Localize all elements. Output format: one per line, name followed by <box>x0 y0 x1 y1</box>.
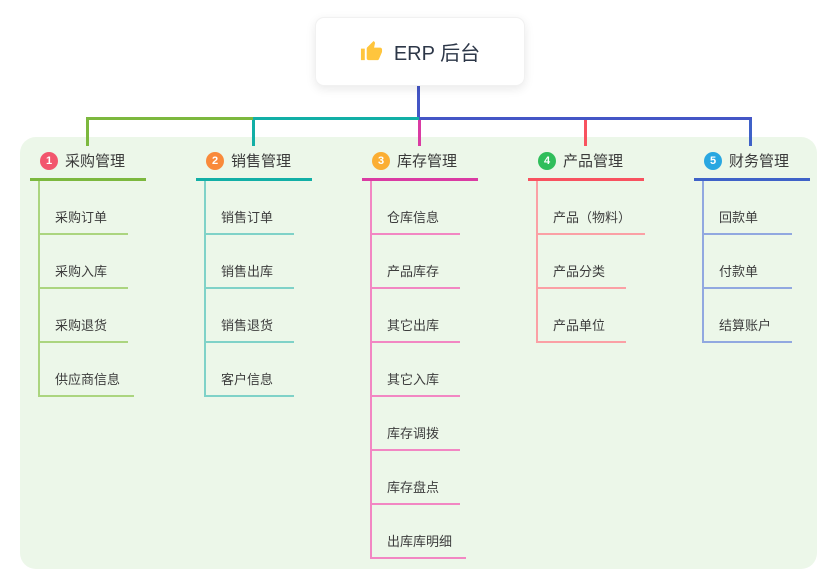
branch-drop-3 <box>418 120 421 146</box>
branch-header[interactable]: 2 销售管理 <box>196 150 312 181</box>
child-node[interactable]: 供应商信息 <box>38 343 135 397</box>
branch-number-badge: 1 <box>40 151 58 170</box>
child-node[interactable]: 产品分类 <box>536 235 626 289</box>
child-node-label: 回款单 <box>719 210 759 225</box>
branch-title: 产品管理 <box>563 153 624 170</box>
branch-drop-1 <box>86 120 89 146</box>
branch: 4 产品管理 产品（物料） 产品分类产品单位 <box>528 150 646 343</box>
child-node-label: 产品分类 <box>553 264 606 279</box>
child-node-label: 采购订单 <box>55 210 108 225</box>
branch: 5 财务管理 回款单付款单结算账户 <box>694 150 810 343</box>
child-node-label: 销售退货 <box>221 318 274 333</box>
branch: 1 采购管理 采购订单采购入库采购退货供应商信息 <box>30 150 146 397</box>
child-node[interactable]: 库存盘点 <box>370 451 460 505</box>
child-node-label: 客户信息 <box>221 372 274 387</box>
branch-child-connector-line <box>536 181 538 343</box>
branch-number-badge: 4 <box>538 151 556 170</box>
child-node[interactable]: 出库库明细 <box>370 505 467 559</box>
child-node[interactable]: 销售退货 <box>204 289 294 343</box>
child-node-label: 其它入库 <box>387 372 440 387</box>
child-node[interactable]: 产品（物料） <box>536 181 646 235</box>
root-connector-line <box>417 84 420 117</box>
child-node[interactable]: 采购退货 <box>38 289 128 343</box>
child-node[interactable]: 采购入库 <box>38 235 128 289</box>
branch-header[interactable]: 4 产品管理 <box>528 150 644 181</box>
branch-children: 仓库信息产品库存其它出库其它入库库存调拨库存盘点出库库明细 <box>370 181 467 559</box>
child-node-label: 其它出库 <box>387 318 440 333</box>
branch-children: 采购订单采购入库采购退货供应商信息 <box>38 181 135 397</box>
branch-drop-2 <box>252 120 255 146</box>
branch-child-connector-line <box>702 181 704 343</box>
child-node[interactable]: 付款单 <box>702 235 792 289</box>
branch-child-connector-line <box>38 181 40 397</box>
child-node[interactable]: 结算账户 <box>702 289 792 343</box>
branch-title: 财务管理 <box>729 153 790 170</box>
root-node-label: ERP 后台 <box>393 43 481 65</box>
thumbs-up-icon <box>360 40 382 61</box>
branch-title: 采购管理 <box>65 153 126 170</box>
child-node-label: 产品库存 <box>387 264 440 279</box>
child-node-label: 付款单 <box>719 264 759 279</box>
child-node[interactable]: 仓库信息 <box>370 181 460 235</box>
connector-segment-left <box>86 117 255 120</box>
child-node[interactable]: 销售订单 <box>204 181 294 235</box>
child-node[interactable]: 销售出库 <box>204 235 294 289</box>
branch: 2 销售管理 销售订单销售出库销售退货客户信息 <box>196 150 312 397</box>
branch-number-badge: 3 <box>372 151 390 170</box>
branch: 3 库存管理 仓库信息产品库存其它出库其它入库库存调拨库存盘点出库库明细 <box>362 150 478 559</box>
child-node-label: 供应商信息 <box>55 372 121 387</box>
child-node[interactable]: 回款单 <box>702 181 792 235</box>
branch-children: 回款单付款单结算账户 <box>702 181 792 343</box>
child-node-label: 库存盘点 <box>387 480 440 495</box>
branch-child-connector-line <box>204 181 206 397</box>
child-node[interactable]: 产品单位 <box>536 289 626 343</box>
child-node-label: 销售订单 <box>221 210 274 225</box>
child-node-label: 出库库明细 <box>387 534 453 549</box>
child-node-label: 销售出库 <box>221 264 274 279</box>
branch-header[interactable]: 5 财务管理 <box>694 150 810 181</box>
connector-segment-mid <box>253 117 420 120</box>
child-node[interactable]: 客户信息 <box>204 343 294 397</box>
child-node-label: 采购退货 <box>55 318 108 333</box>
child-node[interactable]: 其它入库 <box>370 343 460 397</box>
child-node-label: 产品（物料） <box>553 210 632 225</box>
child-node-label: 产品单位 <box>553 318 606 333</box>
child-node-label: 库存调拨 <box>387 426 440 441</box>
child-node[interactable]: 采购订单 <box>38 181 128 235</box>
connector-segment-right <box>419 117 752 120</box>
mindmap-canvas-panel <box>20 137 817 569</box>
branch-title: 销售管理 <box>231 153 292 170</box>
branch-number-badge: 2 <box>206 151 224 170</box>
child-node[interactable]: 其它出库 <box>370 289 460 343</box>
branch-header[interactable]: 3 库存管理 <box>362 150 478 181</box>
child-node-label: 采购入库 <box>55 264 108 279</box>
branch-drop-5 <box>749 120 752 146</box>
child-node-label: 仓库信息 <box>387 210 440 225</box>
branch-children: 产品（物料） 产品分类产品单位 <box>536 181 646 343</box>
branch-drop-4 <box>584 120 587 146</box>
branch-header[interactable]: 1 采购管理 <box>30 150 146 181</box>
branch-child-connector-line <box>370 181 372 559</box>
child-node[interactable]: 产品库存 <box>370 235 460 289</box>
branch-number-badge: 5 <box>704 151 722 170</box>
branch-children: 销售订单销售出库销售退货客户信息 <box>204 181 294 397</box>
child-node[interactable]: 库存调拨 <box>370 397 460 451</box>
root-node[interactable]: ERP 后台 <box>315 17 525 86</box>
branch-title: 库存管理 <box>397 153 458 170</box>
child-node-label: 结算账户 <box>719 318 772 333</box>
